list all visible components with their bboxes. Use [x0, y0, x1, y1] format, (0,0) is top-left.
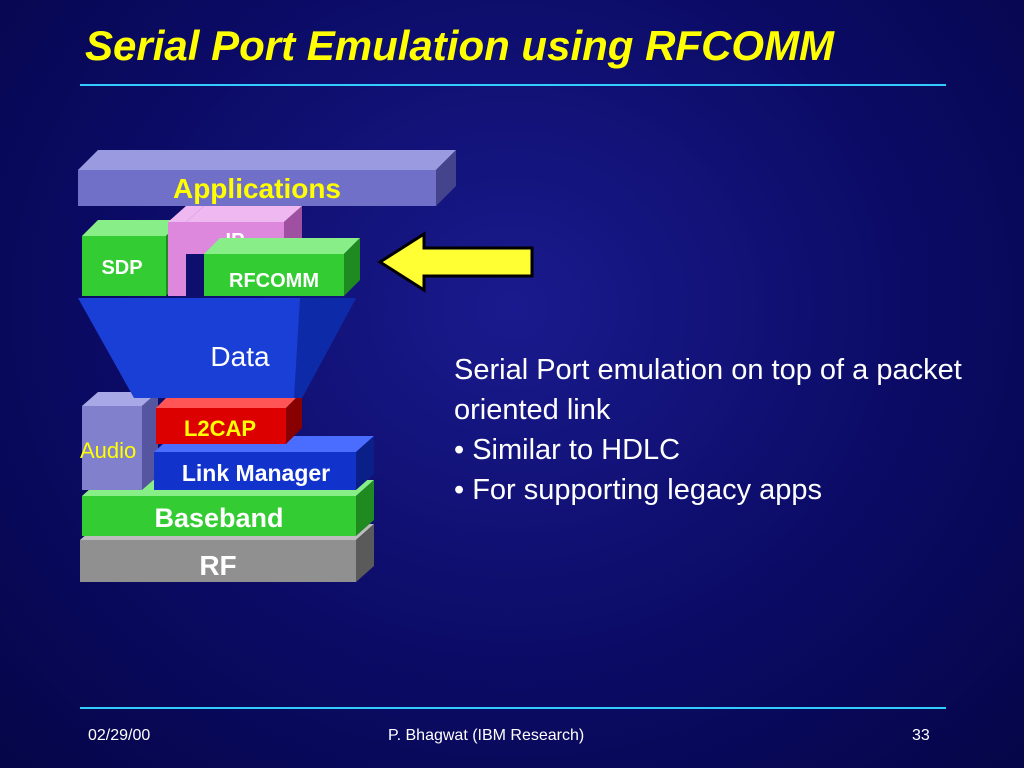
description-line: Serial Port emulation on top of a packet…	[454, 354, 962, 426]
footer-page-number: 33	[912, 727, 930, 744]
rfcomm-label: RFCOMM	[229, 270, 319, 292]
link-manager-label: Link Manager	[182, 460, 330, 486]
footer-author: P. Bhagwat (IBM Research)	[388, 727, 585, 744]
bullet-legacy-apps: • For supporting legacy apps	[454, 474, 823, 506]
highlight-arrow-icon	[377, 231, 534, 293]
bullet-similar-hdlc: • Similar to HDLC	[454, 434, 681, 466]
description-text: Serial Port emulation on top of a packet…	[454, 350, 974, 510]
sdp-layer: SDP	[82, 220, 182, 296]
title-divider	[80, 84, 946, 86]
l2cap-label: L2CAP	[184, 416, 256, 441]
footer-divider	[80, 707, 946, 709]
data-label: Data	[210, 341, 270, 372]
link-manager-layer: Link Manager	[154, 436, 374, 490]
rf-label: RF	[199, 550, 236, 581]
rfcomm-layer: RFCOMM	[204, 238, 360, 296]
applications-layer: Applications	[78, 150, 456, 206]
baseband-label: Baseband	[154, 503, 283, 533]
sdp-label: SDP	[101, 257, 142, 279]
l2cap-layer: L2CAP	[156, 392, 302, 444]
footer-date: 02/29/00	[88, 727, 151, 744]
audio-label: Audio	[80, 438, 136, 463]
slide-title: Serial Port Emulation using RFCOMM	[85, 22, 835, 69]
data-funnel: Data	[78, 298, 356, 398]
applications-label: Applications	[173, 173, 341, 204]
